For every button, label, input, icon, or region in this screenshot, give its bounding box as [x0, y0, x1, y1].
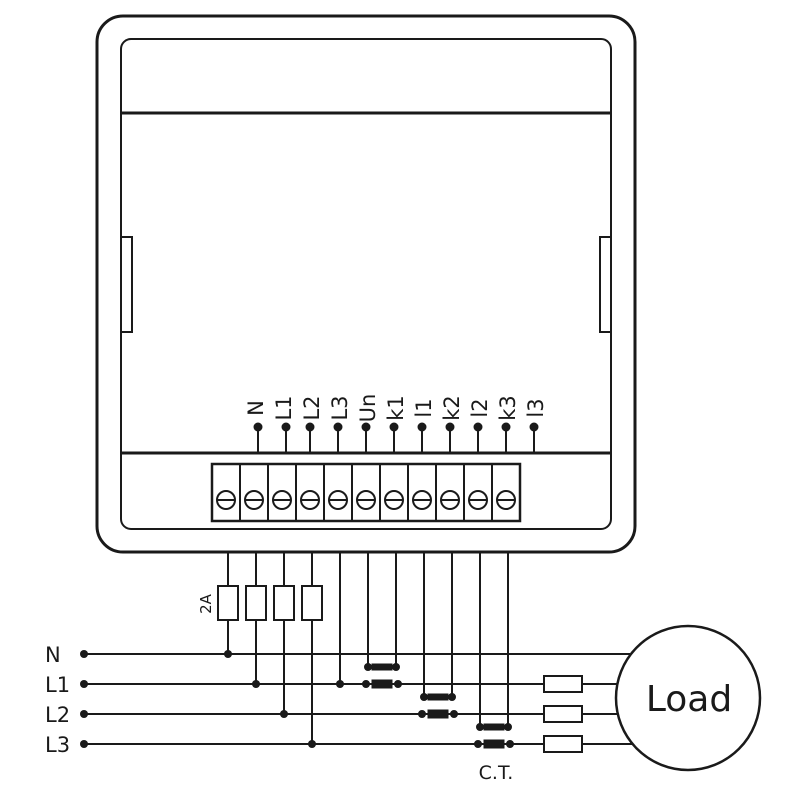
load-label: Load	[646, 679, 732, 720]
terminal-label-l2-ct: l2	[468, 398, 492, 417]
load-fuse-l3	[543, 735, 583, 753]
load-circle	[614, 624, 762, 772]
supply-lines	[84, 653, 640, 745]
line-label-l1: L1	[45, 673, 70, 697]
line-label-l3: L3	[45, 733, 70, 757]
ct-l3	[474, 723, 514, 749]
fuses	[217, 585, 323, 621]
fuse-l3	[301, 585, 323, 621]
fuse-n	[217, 585, 239, 621]
terminal-label-l1-ct: l1	[412, 398, 436, 417]
terminal-label-l3: L3	[328, 395, 352, 420]
ct-l1	[362, 663, 402, 689]
terminal-label-n: N	[244, 400, 268, 416]
line-label-n: N	[45, 643, 61, 667]
meter-housing	[95, 14, 637, 554]
terminal-label-k3: k3	[496, 395, 520, 421]
ct-label: C.T.	[479, 762, 514, 784]
fuse-rating-label: 2A	[197, 593, 215, 614]
terminal-wires	[227, 552, 509, 744]
load-fuses	[543, 675, 583, 753]
terminal-label-l2: L2	[300, 395, 324, 420]
load-fuse-l2	[543, 705, 583, 723]
current-transformers	[362, 663, 514, 749]
terminal-label-un: Un	[356, 394, 380, 423]
ct-l2	[418, 693, 458, 719]
terminal-pins	[253, 422, 539, 453]
fuse-l2	[273, 585, 295, 621]
line-labels: N L1 L2 L3	[45, 643, 70, 757]
junction-dots	[224, 650, 344, 748]
terminal-label-l3-ct: l3	[524, 398, 548, 417]
terminal-label-l1: L1	[272, 395, 296, 420]
terminal-label-k2: k2	[440, 395, 464, 421]
terminal-screws	[216, 490, 516, 510]
line-label-l2: L2	[45, 703, 70, 727]
source-dots	[80, 650, 88, 748]
terminal-label-k1: k1	[384, 395, 408, 421]
terminal-labels: N L1 L2 L3 Un k1 l1 k2 l2 k3 l3	[244, 394, 548, 423]
terminal-block	[210, 462, 522, 523]
fuse-l1	[245, 585, 267, 621]
load-fuse-l1	[543, 675, 583, 693]
